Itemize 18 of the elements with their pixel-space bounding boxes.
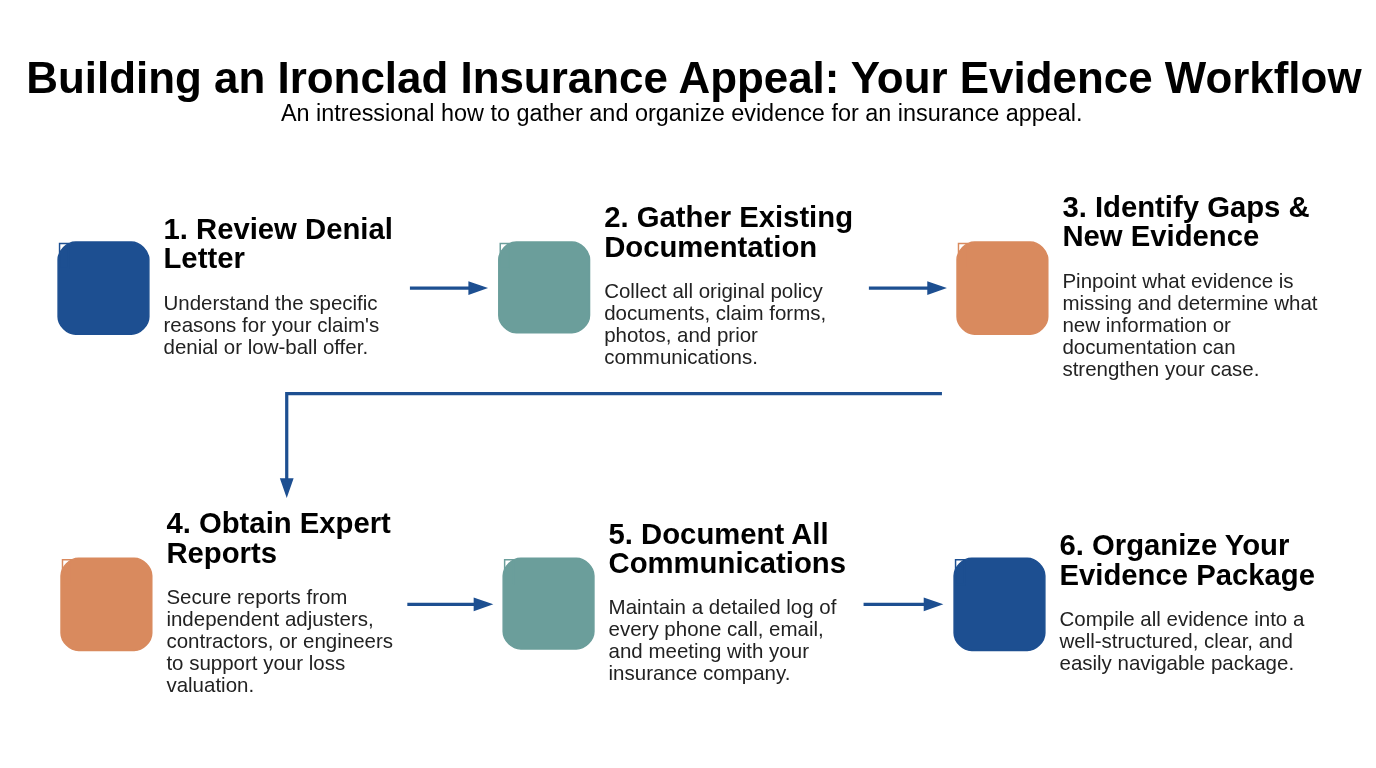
node-label: Pinpoint what evidence is missing and determine what new information or documentation can strengthen your case. <box>1062 268 1318 380</box>
arrow <box>407 597 494 612</box>
node-label: 2. Gather Existing Documentation <box>604 200 854 263</box>
arrow <box>868 281 947 295</box>
node-label: 4. Obtain Expert Reports <box>166 506 391 569</box>
node-label: Compile all evidence into a well-structured, clear, and easily navigable package. <box>1059 606 1305 674</box>
arrow <box>863 597 944 612</box>
node-label: 1. Review Denial Letter <box>163 212 393 275</box>
arrow <box>409 281 489 295</box>
arrow <box>279 391 942 498</box>
node-label: Secure reports from independent adjusters, contractors, or engineers to support your loss valuation. <box>166 584 394 696</box>
node-label: Maintain a detailed log of every phone call, email, and meeting with your insurance company. <box>608 595 837 685</box>
node-label: Collect all original policy documents, claim forms, photos, and prior communications. <box>604 278 827 368</box>
node-label: 5. Document All Communications <box>608 516 846 579</box>
diagram-title: Building an Ironclad Insurance Appeal: Your Evidence Workflow <box>26 53 1362 103</box>
node-label: 3. Identify Gaps & New Evidence <box>1062 190 1310 253</box>
node-label: Understand the specific reasons for your claim's denial or low-ball offer. <box>163 290 380 358</box>
node-label: 6. Organize Your Evidence Package <box>1059 528 1315 591</box>
